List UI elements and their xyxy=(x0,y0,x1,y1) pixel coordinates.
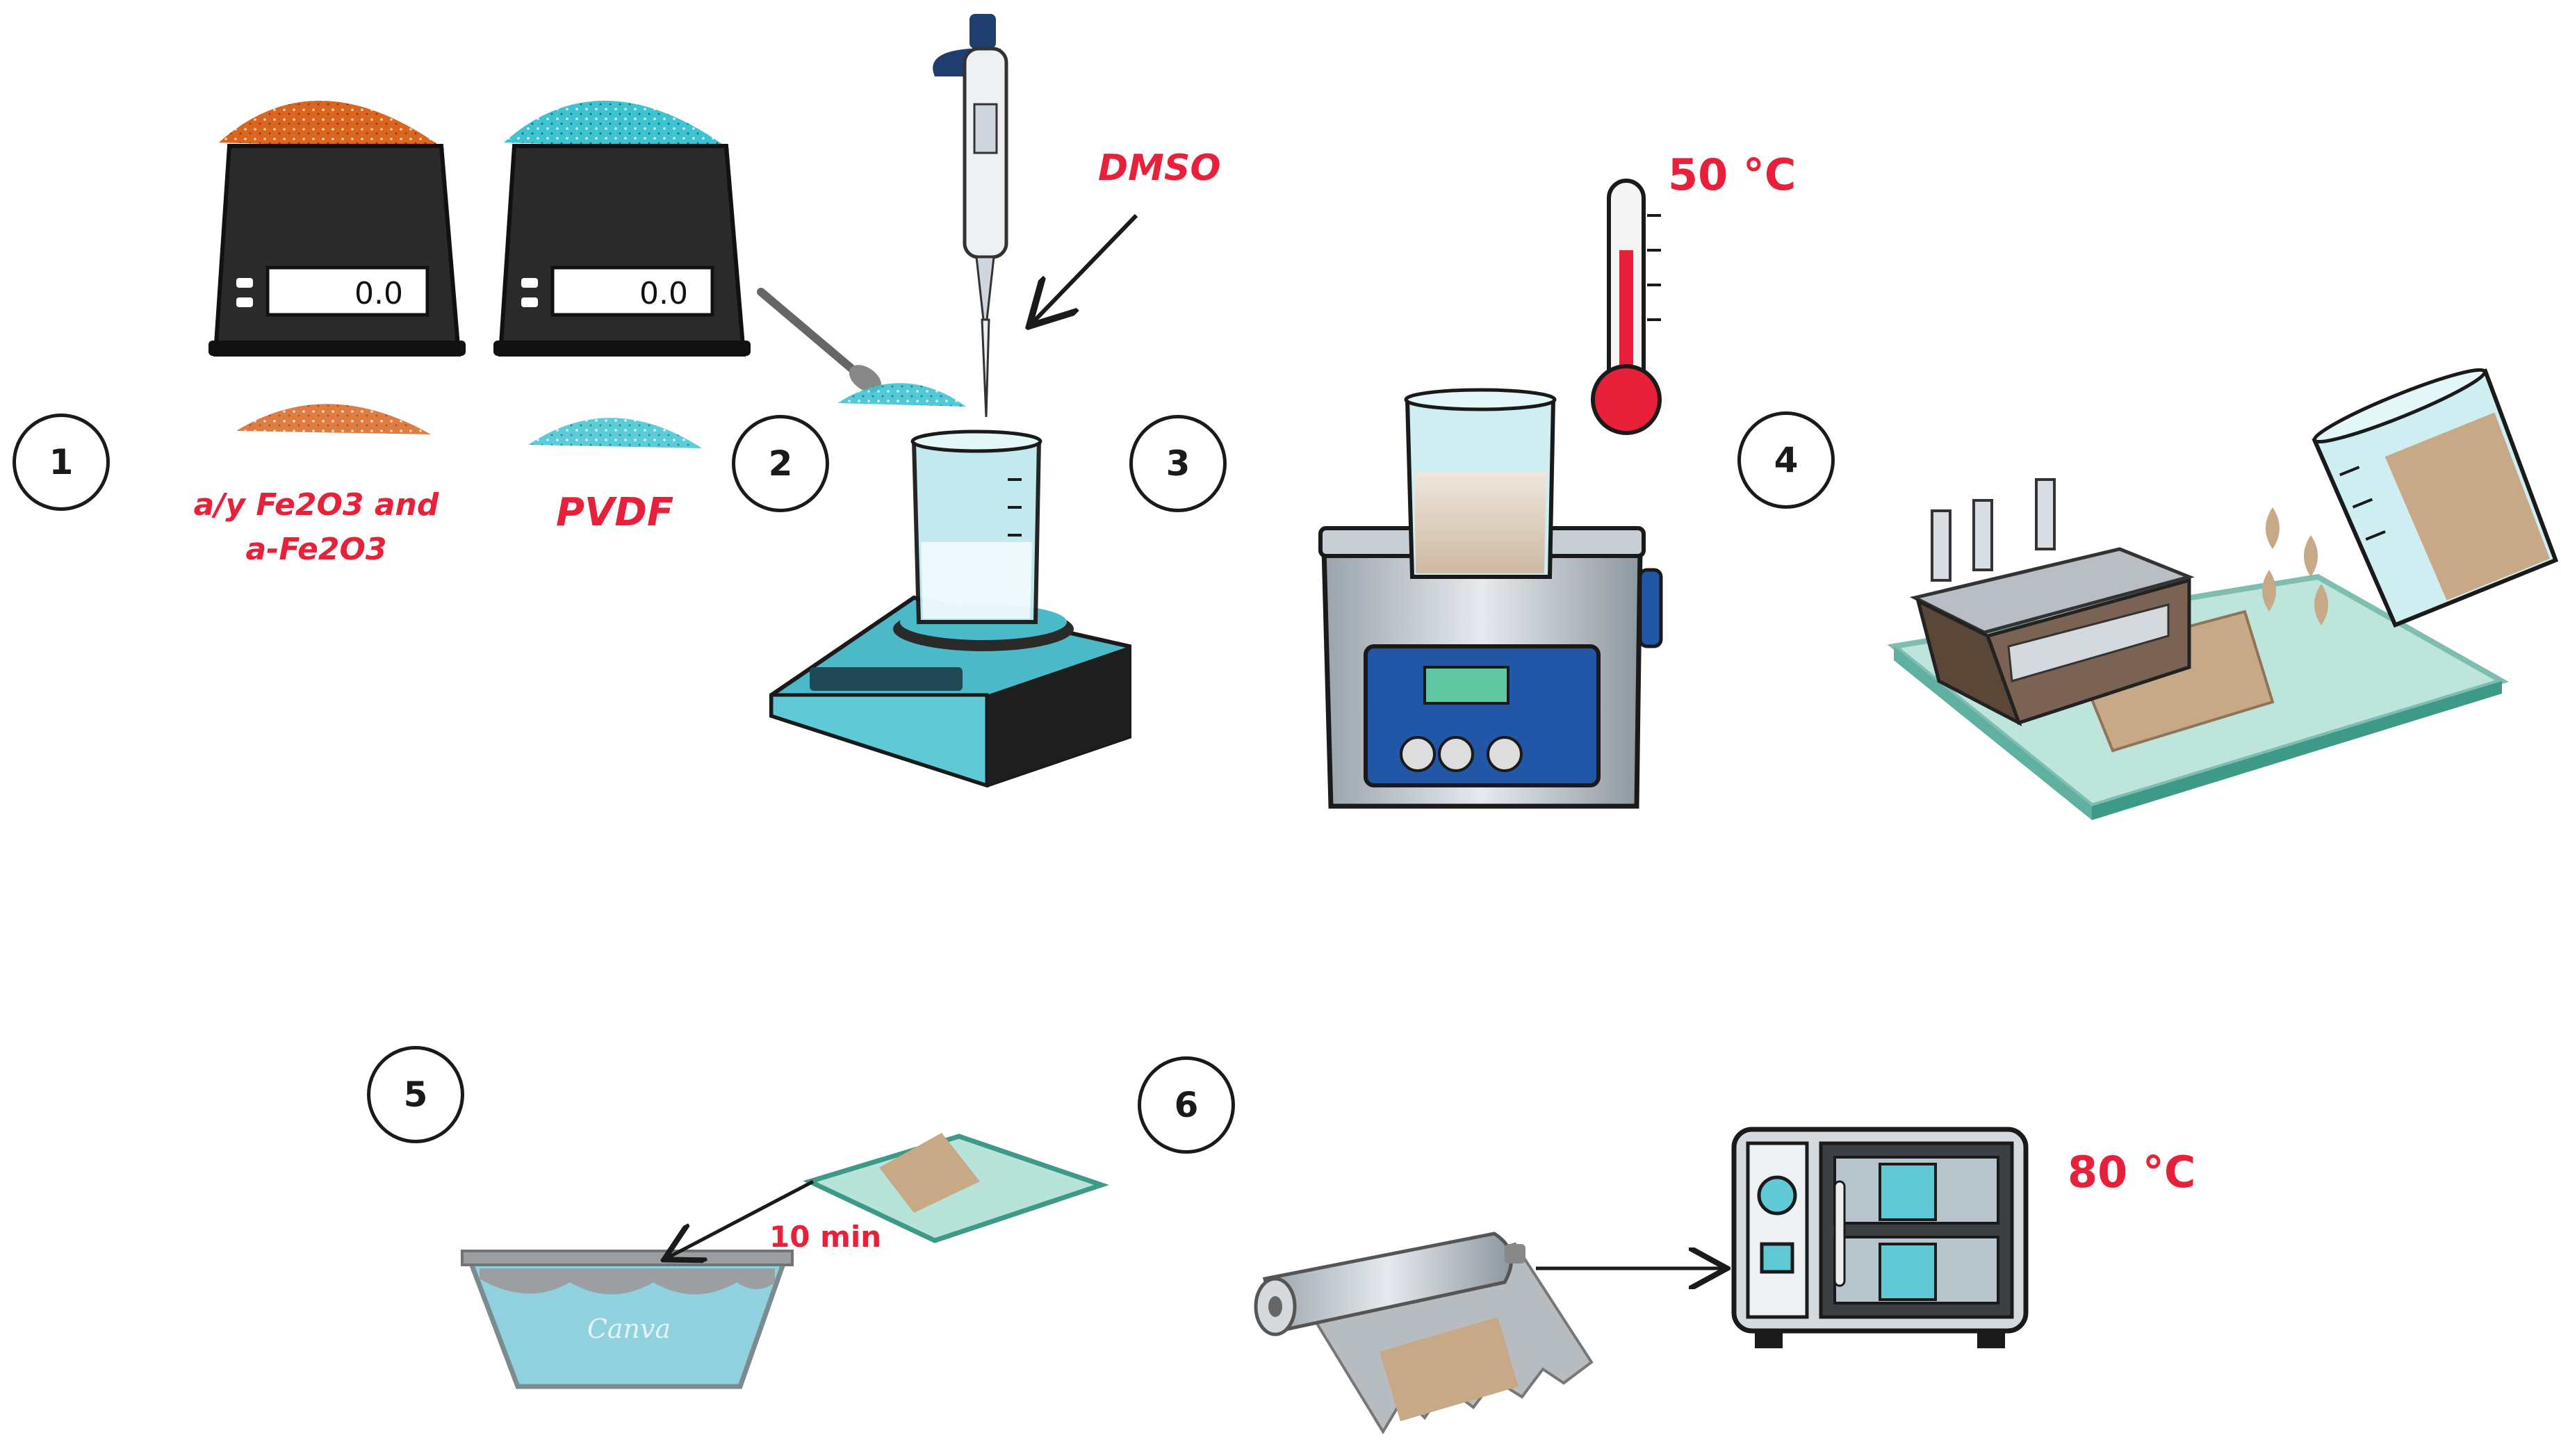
duration-label: 10 min xyxy=(769,1220,882,1254)
film-applicator-icon xyxy=(1909,478,2195,727)
step-3-badge: 3 xyxy=(1129,415,1227,512)
temperature-80-label: 80 °C xyxy=(2068,1147,2196,1197)
scale-display-readout: 0.0 xyxy=(639,276,688,311)
transfer-arrow xyxy=(667,1179,815,1258)
step-1-badge: 1 xyxy=(13,414,110,511)
dmso-label: DMSO xyxy=(1098,147,1221,189)
micropipette-icon xyxy=(933,14,1008,418)
temperature-50-label: 50 °C xyxy=(1668,149,1797,200)
thermometer-icon xyxy=(1591,179,1662,435)
water-basin-icon: Canva xyxy=(461,1250,794,1389)
magnetic-stirrer-icon xyxy=(769,595,1131,788)
scale-display-readout: 0.0 xyxy=(354,276,403,311)
oxide-powder-pile-icon xyxy=(219,100,445,149)
watermark-text: Canva xyxy=(587,1314,671,1344)
digital-scale-icon: 0.0 xyxy=(493,100,751,357)
step-4-badge: 4 xyxy=(1737,411,1835,509)
spatula-icon xyxy=(757,288,966,407)
aluminum-foil-roll-icon xyxy=(1254,1232,1594,1434)
dmso-arrow xyxy=(1032,213,1138,323)
oxide-label: a/y Fe2O3 and a-Fe2O3 xyxy=(193,487,439,567)
pvdf-label: PVDF xyxy=(556,490,674,535)
powder-pile-icon xyxy=(236,404,431,434)
step-6-badge: 6 xyxy=(1138,1056,1235,1154)
droplets-icon xyxy=(2262,507,2328,625)
step-2-badge: 2 xyxy=(732,415,829,512)
ultrasonic-bath-icon xyxy=(1318,526,1663,809)
step-5-badge: 5 xyxy=(367,1046,464,1143)
digital-scale-icon: 0.0 xyxy=(208,100,466,357)
beaker-icon xyxy=(1404,388,1557,579)
powder-pile-icon xyxy=(528,418,702,448)
vacuum-oven-icon xyxy=(1731,1127,2029,1348)
glass-plate-icon xyxy=(803,1133,1109,1243)
beaker-icon xyxy=(2312,368,2559,628)
pvdf-powder-pile-icon xyxy=(504,100,730,149)
beaker-icon xyxy=(910,430,1042,624)
